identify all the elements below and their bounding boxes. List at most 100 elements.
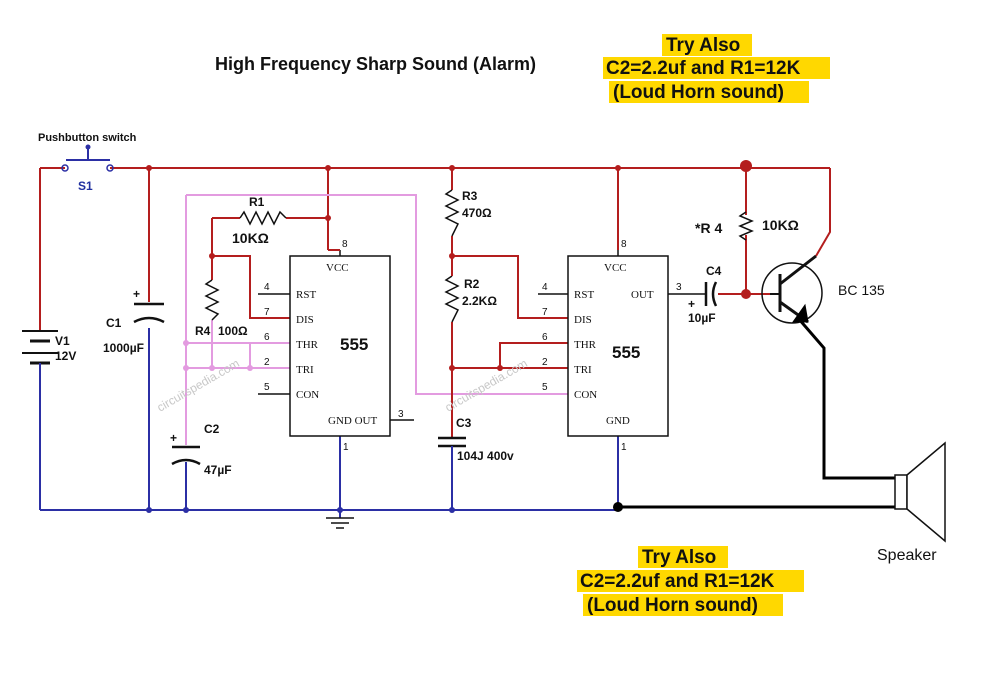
resistor-zigzag [444,275,460,323]
ic2-name: 555 [612,343,640,362]
diagram-title: High Frequency Sharp Sound (Alarm) [215,54,536,74]
top-note: Try Also C2=2.2uf and R1=12K (Loud Horn … [603,34,830,103]
r4b-ref: *R 4 [695,220,722,236]
pin-number: 6 [542,332,548,343]
c2-value: 47µF [204,463,232,477]
note-highlight [583,594,783,616]
pin-number: 2 [542,357,548,368]
switch-contact [61,164,69,172]
pin-label: OUT [631,289,654,301]
r4-value: 100Ω [218,324,248,338]
pin-number: 7 [542,307,548,318]
pin-label: THR [574,339,597,351]
capacitor-plate [711,281,718,307]
junction-dot [337,507,343,513]
capacitor-plate [171,458,201,466]
ic1-name: 555 [340,335,368,354]
junction-dot [209,253,215,259]
wire [212,255,290,319]
resistor-zigzag [738,211,754,241]
pin-number: 1 [343,442,349,453]
junction-dot [325,165,331,171]
resistor-r4b: *R 4 10KΩ [695,211,799,241]
switch-knob [85,144,91,150]
r4b-value: 10KΩ [762,217,799,233]
capacitor-c3: C3 104J 400v [438,368,514,463]
resistor-zigzag [444,189,460,237]
note-line: Try Also [666,35,740,56]
r2-value: 2.2KΩ [462,294,497,308]
pin-label: TRI [296,364,314,376]
pin-label: CON [296,389,319,401]
c2-ref: C2 [204,422,220,436]
pin-number: 1 [621,442,627,453]
watermark: circuitspedia.com [155,356,242,414]
resistor-r1: R1 10KΩ [232,195,287,246]
transistor-collector [779,254,817,286]
capacitor-c2: + C2 47µF [170,420,232,477]
pin-label: DIS [296,314,314,326]
wire [796,317,895,480]
note-highlight [638,546,728,568]
speaker: Speaker [877,441,946,564]
pin-label: GND [606,415,630,427]
r4-ref: R4 [195,324,211,338]
q1-value: BC 135 [838,282,885,298]
junction-dot [740,160,752,172]
r1-ref: R1 [249,195,265,209]
watermark: circuitspedia.com [443,356,530,414]
note-highlight [609,81,809,103]
speaker-label: Speaker [877,547,937,564]
wire [452,342,568,369]
pin-number: 4 [542,282,548,293]
wire [452,255,568,319]
note-highlight [577,570,804,592]
c4-value: 10µF [688,311,716,325]
pin-label: TRI [574,364,592,376]
pin-number: 8 [342,239,348,250]
switch-ref: S1 [78,179,93,193]
switch-label: Pushbutton switch [38,132,137,144]
note-line: Try Also [642,547,716,568]
pin-label: RST [574,289,594,301]
pin-label: CON [574,389,597,401]
ground-wiring [39,317,895,518]
battery-ref: V1 [55,334,70,348]
c1-value: 1000µF [103,341,144,355]
ic2-555-timer: 8 VCC RST OUT DIS THR TRI CON GND 555 4 … [542,239,682,453]
wire [186,194,568,395]
pin-number: 5 [542,382,548,393]
junction-dot [146,165,152,171]
capacitor-c1: + C1 1000µF [103,287,165,355]
pin-number: 7 [264,307,270,318]
speaker-cone [906,441,946,543]
ic1-555-timer: 8 VCC RST DIS THR TRI CON GND OUT 555 4 … [264,239,404,453]
r3-ref: R3 [462,189,478,203]
junction-dot [449,165,455,171]
polarity-mark: + [170,431,177,445]
pin-label: VCC [604,262,627,274]
resistor-r2: R2 2.2KΩ [444,256,497,323]
junction-dot [741,289,751,299]
note-line: (Loud Horn sound) [587,595,758,616]
junction-dot [449,507,455,513]
switch-contact [106,164,114,172]
r3-value: 470Ω [462,206,492,220]
pin-label: GND OUT [328,415,377,427]
polarity-mark: + [688,297,695,311]
polarity-mark: + [133,287,140,301]
ground-symbol [326,517,354,529]
pin-number: 5 [264,382,270,393]
wire [815,168,831,257]
capacitor-plate [133,316,165,324]
junction-dot [183,365,189,371]
note-highlight [603,57,830,79]
bottom-note: Try Also C2=2.2uf and R1=12K (Loud Horn … [577,546,804,616]
capacitor-c4: C4 + 10µF [688,264,722,325]
c3-value: 104J 400v [457,449,514,463]
r1-value: 10KΩ [232,230,269,246]
c4-ref: C4 [706,264,722,278]
junction-dot [497,365,503,371]
junctions [146,160,752,513]
